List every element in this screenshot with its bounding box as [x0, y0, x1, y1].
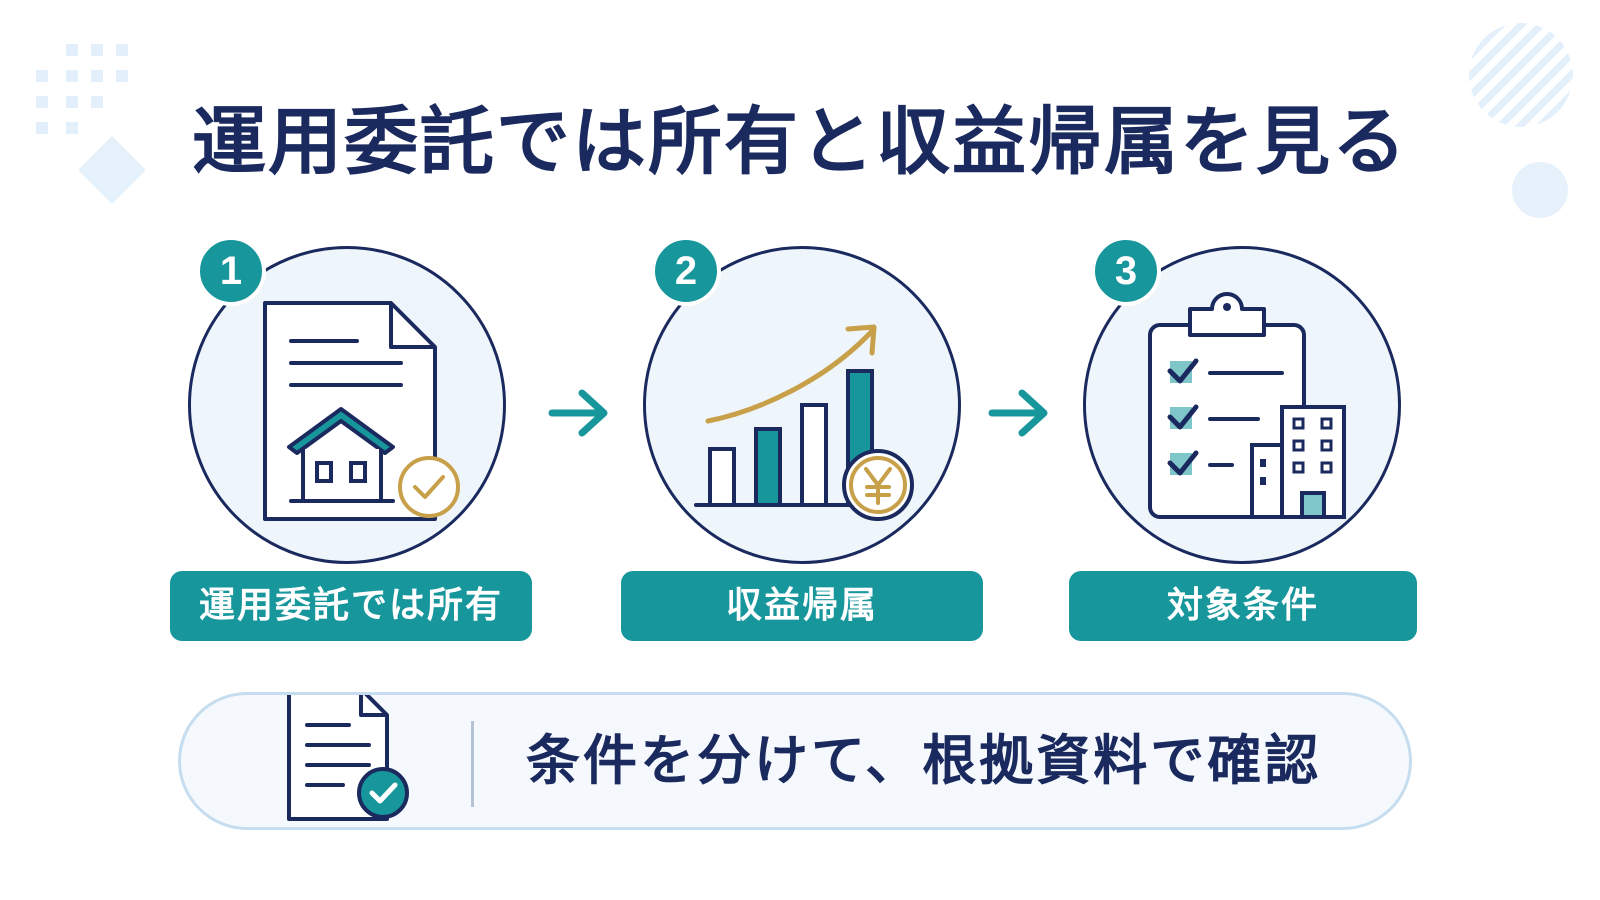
step-1-number-badge: 1 [196, 236, 266, 306]
page-title: 運用委託では所有と収益帰属を見る [192, 99, 1408, 185]
step-3-number-badge: 3 [1091, 236, 1161, 306]
decorative-striped-circle [1469, 23, 1573, 127]
conclusion-box: 条件を分けて、根拠資料で確認 [178, 692, 1412, 830]
decorative-circle [1512, 162, 1568, 218]
clipboard-checklist-building-icon [1148, 292, 1346, 519]
document-check-icon [287, 695, 409, 821]
arrow-right-icon [988, 389, 1048, 437]
step-3-label: 対象条件 [1069, 571, 1417, 641]
step-2-label: 収益帰属 [621, 571, 983, 641]
step-2-number-badge: 2 [651, 236, 721, 306]
bar-chart-yen-icon [694, 324, 914, 521]
decorative-dot-grid [36, 44, 128, 134]
arrow-right-icon [548, 389, 608, 437]
conclusion-text: 条件を分けて、根拠資料で確認 [526, 729, 1322, 792]
divider [471, 721, 474, 807]
document-house-check-icon [263, 301, 460, 521]
step-1-circle [188, 246, 506, 564]
decorative-diamond [78, 136, 146, 204]
step-1-label: 運用委託では所有 [170, 571, 532, 641]
